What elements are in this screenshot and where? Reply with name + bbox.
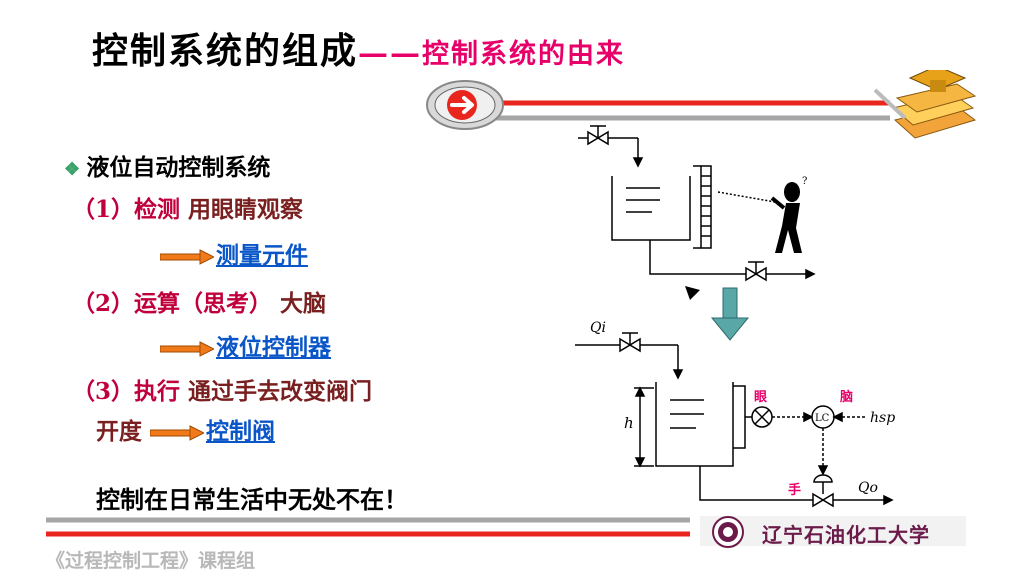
label-qo: Qo (858, 480, 878, 496)
university-logo-icon (712, 516, 744, 548)
label-brain: 脑 (840, 389, 853, 405)
conclusion-text: 控制在日常生活中无处不在！ (96, 485, 408, 514)
step2-line: （2）运算（思考） 大脑 (72, 284, 326, 318)
title-sub: 控制系统的由来 (422, 39, 626, 70)
arrow-button-icon[interactable] (426, 80, 504, 130)
thinking-person-icon: ? (770, 176, 807, 253)
lower-tank-system (575, 332, 894, 508)
step3-result-line: 开度 控制阀 (96, 412, 275, 446)
bullet-diamond-icon: ❖ (64, 159, 87, 180)
upper-tank-system (578, 125, 816, 282)
step1-label: （1）检测 (72, 196, 181, 223)
step1-line: （1）检测 用眼睛观察 (72, 190, 303, 224)
orange-arrow-icon (150, 425, 205, 441)
orange-arrow-icon (160, 341, 214, 357)
svg-text:?: ? (802, 176, 807, 187)
footer-course: 《过程控制工程》课程组 (46, 550, 256, 572)
step2-result-line: 液位控制器 (160, 328, 331, 362)
label-eye: 眼 (754, 390, 768, 405)
link-control-valve[interactable]: 控制阀 (206, 418, 276, 445)
small-pointer-icon (685, 286, 700, 300)
page-title: 控制系统的组成——控制系统的由来 (92, 22, 625, 74)
label-hsp: hsp (870, 410, 895, 426)
label-h: h (624, 414, 634, 432)
header-bar (426, 70, 977, 139)
university-name: 辽宁石油化工大学 (762, 523, 930, 547)
title-dash: —— (358, 36, 423, 71)
step3-line: （3）执行 通过手去改变阀门 (72, 372, 372, 406)
step1-result-line: 测量元件 (160, 236, 308, 270)
bullet-heading-text: 液位自动控制系统 (86, 154, 271, 181)
link-level-controller[interactable]: 液位控制器 (216, 334, 331, 361)
label-lc: LC (815, 413, 830, 424)
step3-desc2: 开度 (96, 418, 142, 445)
step1-desc: 用眼睛观察 (188, 196, 304, 223)
bullet-heading: ❖ 液位自动控制系统 (64, 148, 270, 182)
books-graduation-icon (873, 70, 977, 139)
step2-desc: 大脑 (280, 290, 327, 317)
teal-down-arrow-icon (710, 287, 750, 341)
label-qi: Qi (590, 320, 606, 336)
step2-label: （2）运算（思考） (72, 290, 273, 317)
footer-bars (46, 516, 966, 548)
orange-arrow-icon (160, 249, 214, 265)
step3-label: （3）执行 (72, 378, 181, 405)
link-measuring-element[interactable]: 测量元件 (216, 242, 308, 269)
label-hand: 手 (788, 482, 801, 498)
title-main: 控制系统的组成 (92, 30, 359, 72)
step3-desc: 通过手去改变阀门 (188, 378, 373, 405)
process-diagram: ? (575, 125, 895, 508)
